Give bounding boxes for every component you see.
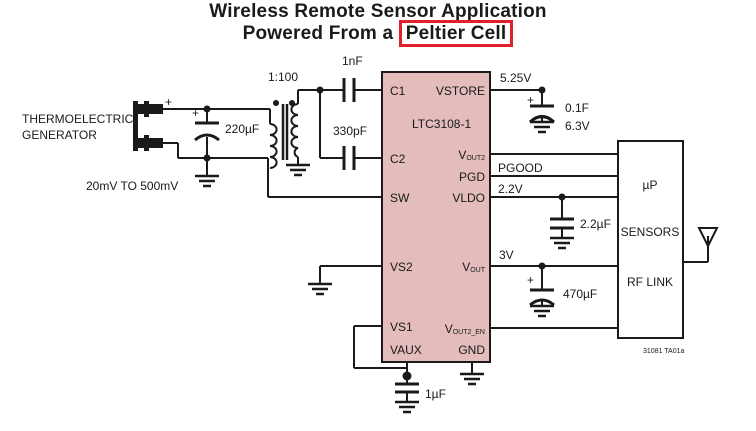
ground-vstore-icon xyxy=(530,120,554,134)
pin-vs1: VS1 xyxy=(390,320,413,334)
pin-pgd: PGD xyxy=(459,170,485,184)
vout-voltage: 3V xyxy=(499,248,514,262)
capacitor-vout: + xyxy=(527,273,555,307)
capacitor-vaux xyxy=(395,382,419,394)
teg-label-line2: GENERATOR xyxy=(22,128,97,142)
mcu-label-rf-link: RF LINK xyxy=(627,275,673,289)
pin-vout2en: VOUT2_EN xyxy=(445,322,485,336)
ic-body xyxy=(381,71,491,363)
figure-id: 31081 TA01a xyxy=(643,348,684,355)
capacitor-1nf xyxy=(342,78,356,102)
capacitor-330pf xyxy=(342,146,356,170)
vstore-cap-value: 0.1F xyxy=(565,101,589,115)
transformer-symbol xyxy=(269,103,299,169)
diagram-title-line-1: Wireless Remote Sensor Application xyxy=(209,1,547,22)
teg-label-line1: THERMOELECTRIC xyxy=(22,112,134,126)
mcu-label-sensors: SENSORS xyxy=(621,225,680,239)
pin-vout: VOUT xyxy=(462,260,486,274)
vout-cap-value: 470µF xyxy=(563,287,597,301)
thermoelectric-generator-symbol: + xyxy=(133,95,172,151)
cap-1nf-value: 1nF xyxy=(342,54,363,68)
cap-330pf-value: 330pF xyxy=(333,124,367,138)
vstore-cap-voltage: 6.3V xyxy=(565,119,590,133)
ground-vldo-icon xyxy=(550,236,574,250)
vout-cap-plus: + xyxy=(527,273,534,287)
capacitor-vstore: + xyxy=(527,93,556,124)
mcu-label-up: µP xyxy=(643,178,658,192)
ground-input-icon xyxy=(195,174,219,188)
pin-vout2-main: V xyxy=(458,148,466,162)
input-cap-value: 220µF xyxy=(225,122,259,136)
pin-c2: C2 xyxy=(390,152,406,166)
pgood-label: PGOOD xyxy=(498,161,543,175)
capacitor-vldo xyxy=(550,217,574,230)
teg-plus-sign: + xyxy=(165,95,172,109)
pin-vldo: VLDO xyxy=(452,191,485,205)
pin-vout2: VOUT2 xyxy=(458,148,485,162)
pin-c1: C1 xyxy=(390,84,406,98)
pin-vout2en-main: V xyxy=(445,322,453,336)
title-highlight: Peltier Cell xyxy=(398,20,514,47)
transformer-ratio: 1:100 xyxy=(268,70,298,84)
input-cap-plus: + xyxy=(192,106,199,120)
ground-gnd-icon xyxy=(460,372,484,386)
pin-vout2en-sub: OUT2_EN xyxy=(453,329,485,336)
vaux-cap-value: 1µF xyxy=(425,387,446,401)
junction-dots xyxy=(203,86,566,381)
pin-sw: SW xyxy=(390,191,410,205)
pin-vout-main: V xyxy=(462,260,470,274)
input-capacitor: + xyxy=(192,106,220,142)
wires xyxy=(163,89,709,402)
vldo-cap-value: 2.2µF xyxy=(580,217,611,231)
pin-vstore: VSTORE xyxy=(436,84,485,98)
teg-voltage-range: 20mV TO 500mV xyxy=(86,179,178,193)
pin-vout-sub: OUT xyxy=(470,267,486,274)
vldo-voltage: 2.2V xyxy=(498,182,523,196)
ground-symbols xyxy=(195,120,574,414)
ground-vaux-icon xyxy=(395,400,419,414)
vstore-voltage: 5.25V xyxy=(500,71,531,85)
pin-gnd: GND xyxy=(458,343,485,357)
diagram-title-line-2: Powered From a Peltier Cell xyxy=(0,20,756,47)
pin-vaux: VAUX xyxy=(390,343,422,357)
ground-vout-icon xyxy=(530,304,554,318)
vstore-cap-plus: + xyxy=(527,93,534,107)
ground-vs2-icon xyxy=(308,282,332,296)
antenna-icon xyxy=(697,227,719,249)
pin-vout2-sub: OUT2 xyxy=(466,155,485,162)
ground-transformer-icon xyxy=(286,163,310,177)
ic-name: LTC3108-1 xyxy=(412,117,471,131)
mcu-box xyxy=(617,140,684,339)
pin-vs2: VS2 xyxy=(390,260,413,274)
title-prefix: Powered From a xyxy=(242,23,399,44)
transformer-dots xyxy=(273,100,295,106)
